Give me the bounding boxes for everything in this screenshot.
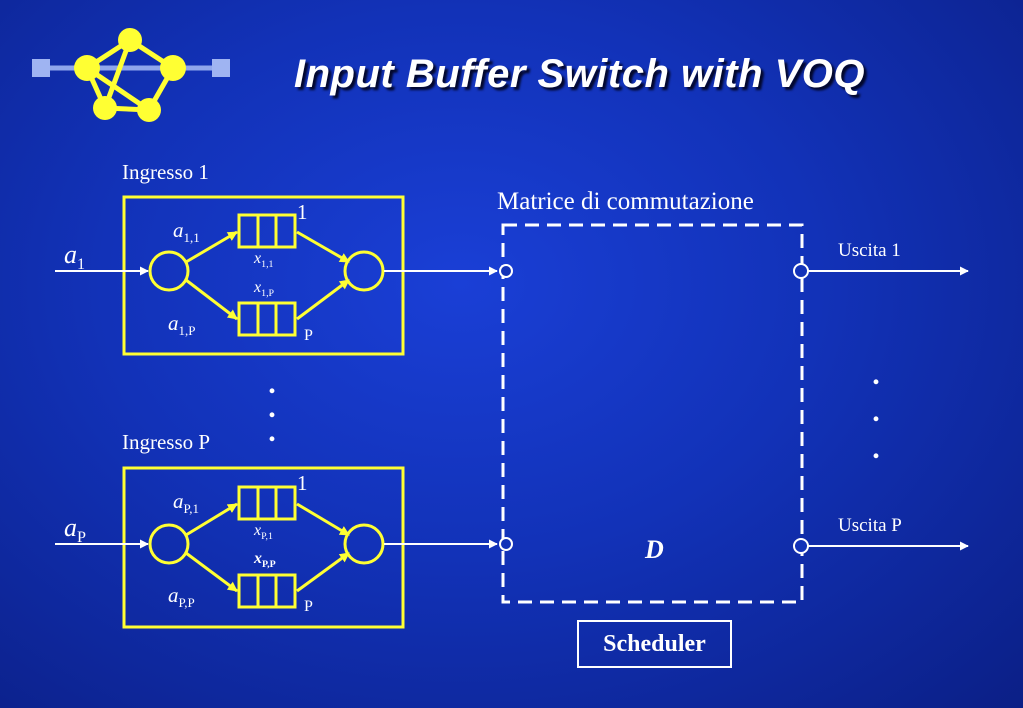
- switching-matrix: [501, 223, 804, 604]
- slide-title: Input Buffer Switch with VOQ: [294, 52, 866, 96]
- queue-p-p-index: P: [304, 598, 313, 615]
- matrix-symbol: D: [645, 535, 664, 564]
- queue-1-1-arrival-label: a1,1: [173, 218, 200, 246]
- queue-1-1-index: 1: [297, 200, 308, 224]
- matrix-output-port-1: [793, 263, 809, 279]
- matrix-input-port-1: [499, 264, 513, 278]
- queue-p-1-index: 1: [297, 471, 308, 495]
- queue-p-p-arrival-label: aP,P: [168, 583, 195, 611]
- input-1-label: Ingresso 1: [122, 160, 209, 184]
- input-1-arrival-label: a1: [64, 240, 86, 274]
- output-1-label: Uscita 1: [838, 240, 901, 261]
- queue-1-p-index: P: [304, 327, 313, 344]
- scheduler-box: Scheduler: [577, 620, 732, 668]
- queue-p-p-length-label: xP,P: [254, 550, 276, 571]
- input-port-1-block: [122, 195, 405, 356]
- matrix-output-port-p: [793, 538, 809, 554]
- network-graph-logo: [32, 28, 230, 122]
- matrix-label: Matrice di commutazione: [497, 188, 754, 215]
- input-p-arrival-label: aP: [64, 513, 86, 547]
- output-p-label: Uscita P: [838, 515, 902, 536]
- input-p-label: Ingresso P: [122, 430, 211, 454]
- queue-p-1-length-label: xP,1: [254, 522, 273, 543]
- queue-1-p-arrival-label: a1,P: [168, 311, 196, 339]
- queue-1-1-length-label: x1,1: [254, 250, 274, 271]
- outputs-ellipsis: ...: [872, 358, 880, 465]
- input-port-p-block: [122, 466, 405, 629]
- inputs-ellipsis: ...: [268, 367, 276, 448]
- matrix-input-port-p: [499, 537, 513, 551]
- queue-1-p-length-label: x1,P: [254, 279, 275, 300]
- queue-p-1-arrival-label: aP,1: [173, 489, 200, 517]
